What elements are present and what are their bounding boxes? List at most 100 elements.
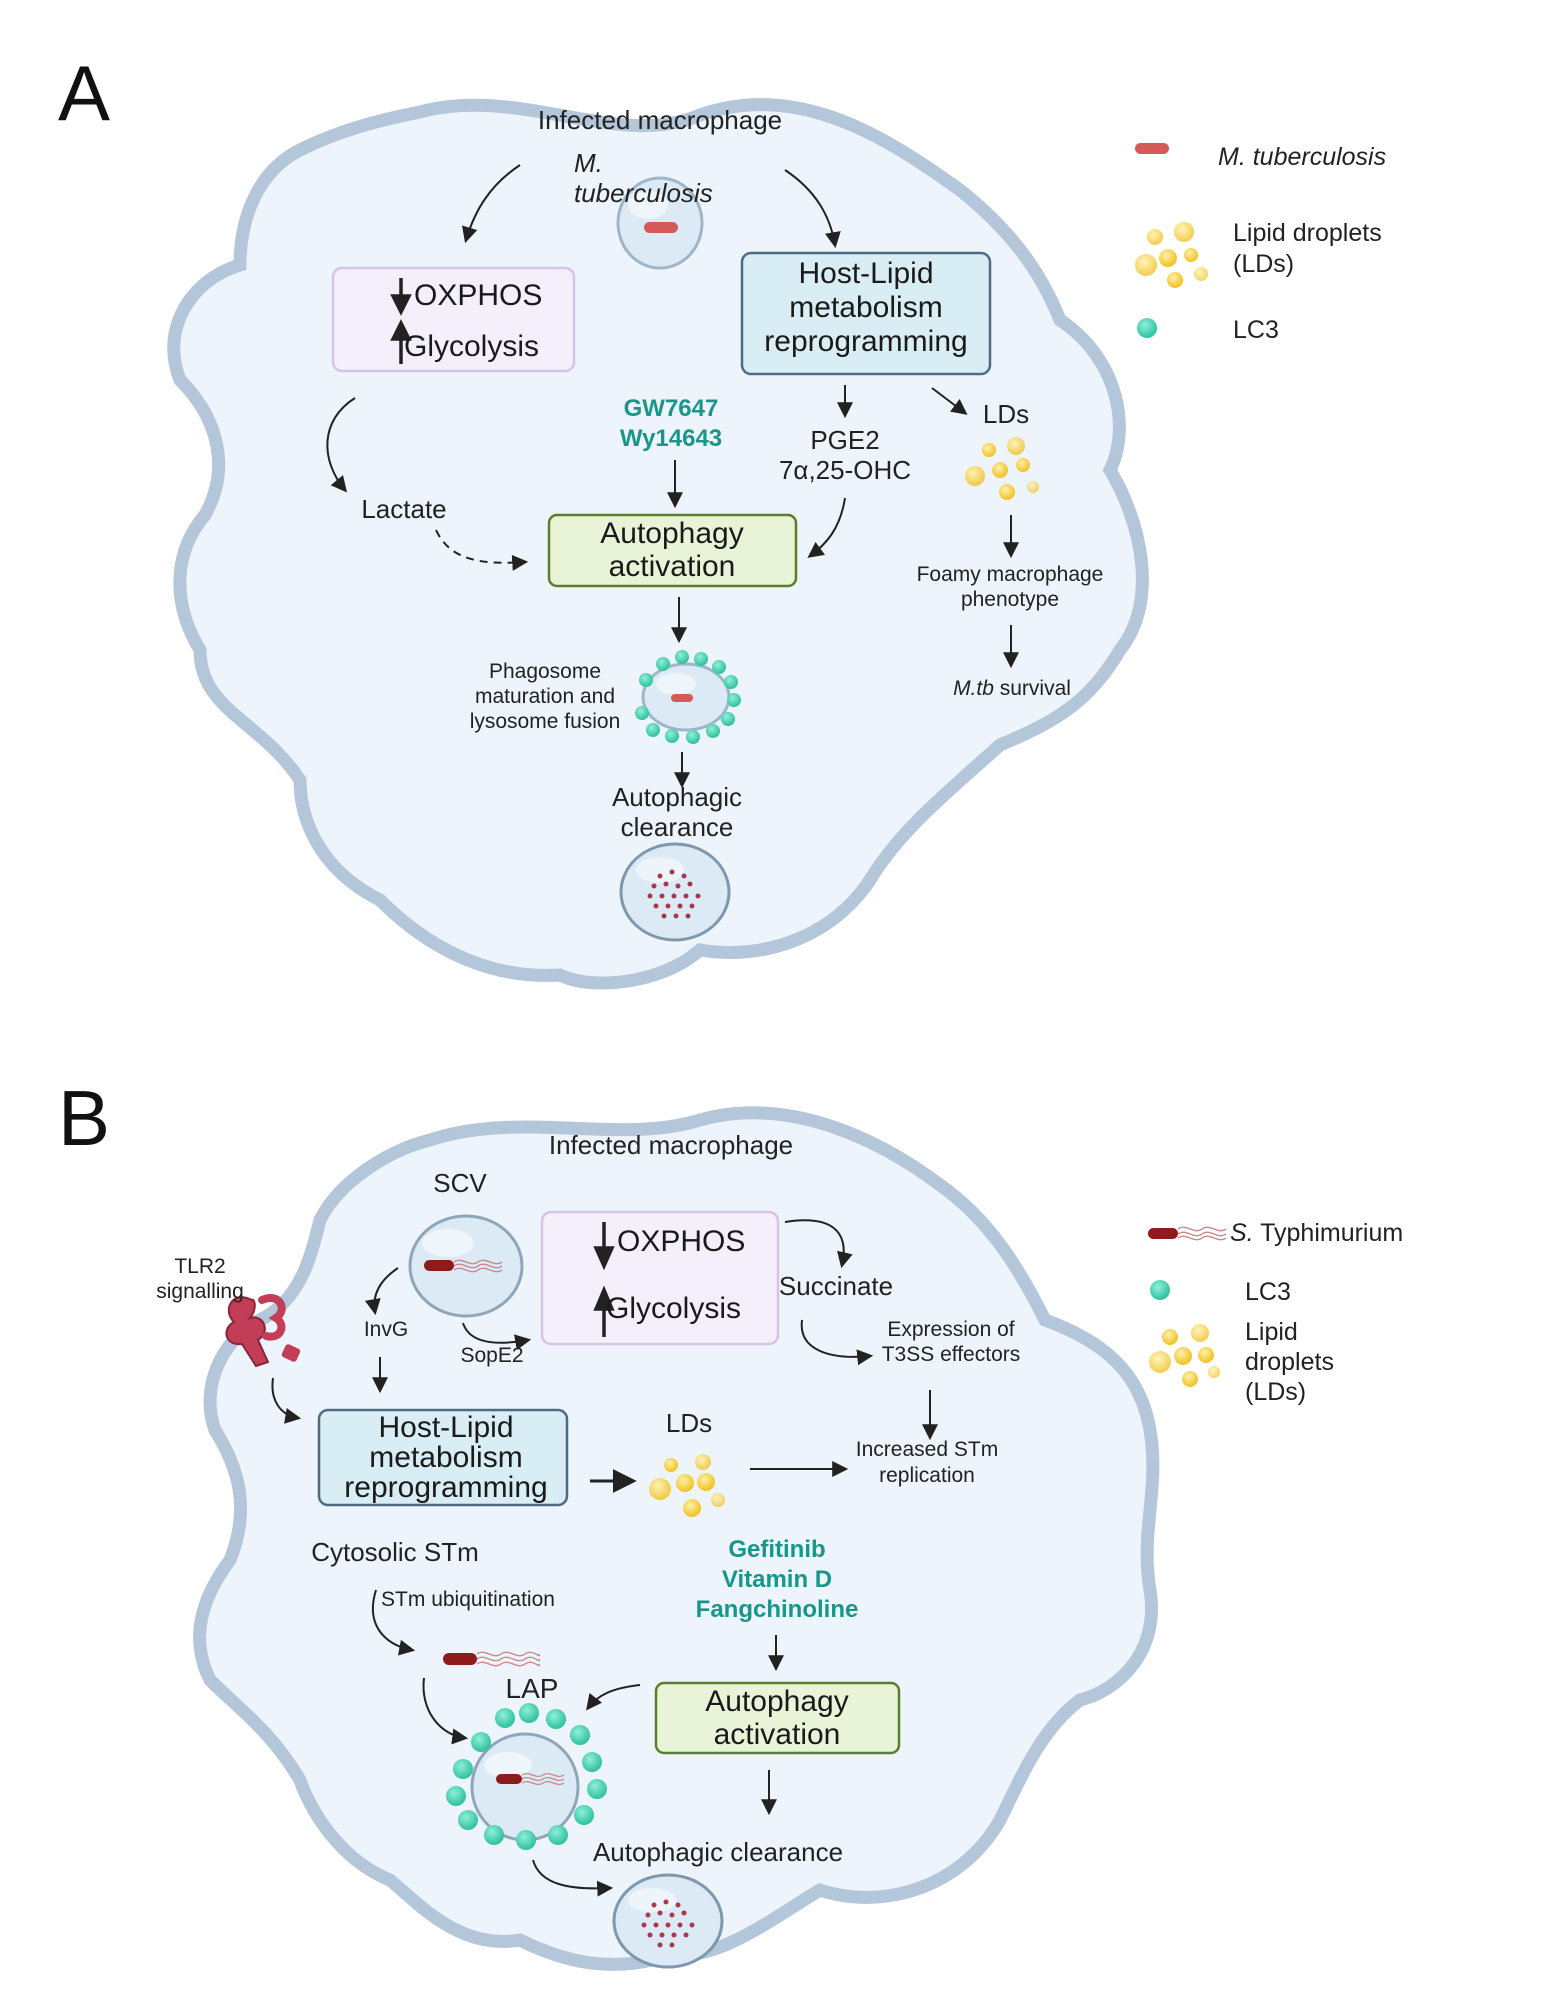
mediator-pge2: PGE2	[810, 425, 879, 455]
macrophage-b-membrane	[193, 1106, 1160, 1971]
replication-line1: Increased STm	[856, 1438, 998, 1461]
drug-gw7647: GW7647	[624, 395, 719, 422]
lipid-box-b	[317, 1408, 569, 1507]
lc3-ring-b	[446, 1703, 607, 1850]
lipid-box-a	[740, 251, 992, 376]
legend-stm-label: S. Typhimurium	[1230, 1219, 1403, 1247]
lipid-box-a-line3: reprogramming	[764, 325, 967, 358]
clearance-a-line1: Autophagic	[612, 782, 742, 812]
lipid-box-b-line1: Host-Lipid	[378, 1411, 513, 1444]
legend-b: S. Typhimurium LC3 Lipid droplets (LDs)	[1148, 1219, 1403, 1406]
phagosome-a	[641, 662, 731, 732]
autophagy-box-b	[654, 1681, 901, 1755]
legend-lc3-label: LC3	[1233, 316, 1279, 344]
sope2-label: SopE2	[460, 1344, 523, 1367]
foamy-line2: phenotype	[961, 588, 1059, 611]
tlr2-line2: signalling	[156, 1280, 244, 1303]
legend-lc3-icon-b	[1150, 1280, 1170, 1300]
t3ss-line2: T3SS effectors	[882, 1343, 1021, 1366]
glycolysis-label-a: Glycolysis	[404, 330, 539, 363]
glycolysis-label-b: Glycolysis	[606, 1292, 741, 1325]
drug-wy14643: Wy14643	[620, 425, 722, 452]
metabolism-box-a	[331, 266, 576, 373]
phagosome-line1: Phagosome	[489, 660, 601, 683]
legend-stm-icon	[1148, 1226, 1227, 1241]
lap-vacuole	[470, 1732, 580, 1842]
arrow-metabolism-to-succinate	[784, 1219, 853, 1269]
lap-label: LAP	[506, 1673, 559, 1704]
autophagy-box-b-line2: activation	[714, 1718, 841, 1751]
legend-lds-line2: (LDs)	[1233, 250, 1294, 278]
tlr2-line1: TLR2	[174, 1255, 225, 1278]
arrow-autophagy-to-lap	[586, 1684, 641, 1711]
legend-lc3-icon	[1137, 318, 1157, 338]
legend-lds-b-line3: (LDs)	[1245, 1378, 1306, 1406]
phagosome-line2: maturation and	[475, 685, 615, 708]
lipid-box-b-line3: reprogramming	[344, 1471, 547, 1504]
lipid-box-a-line2: metabolism	[789, 291, 942, 324]
invg-label: InvG	[364, 1318, 408, 1341]
clearance-a-line2: clearance	[621, 812, 734, 842]
succinate-label: Succinate	[779, 1271, 893, 1301]
ubiquitination-label: STm ubiquitination	[381, 1588, 555, 1611]
panel-b: B Infected macrophage SCV TLR2 signallin…	[58, 1074, 1160, 1971]
drug-vitamin-d: Vitamin D	[722, 1566, 832, 1593]
mtb-vacuole	[616, 176, 704, 270]
autolysosome-b	[612, 1873, 724, 1969]
lipid-box-a-line1: Host-Lipid	[798, 257, 933, 290]
mtb-survival-label: M.tb survival	[953, 677, 1071, 700]
arrow-metabolism-to-lactate	[326, 397, 356, 493]
legend-lds-b-line1: Lipid	[1245, 1318, 1298, 1346]
arrow-lactate-to-autophagy	[435, 529, 529, 571]
oxphos-down-arrow-icon	[390, 278, 412, 316]
oxphos-down-arrow-icon-b	[593, 1222, 615, 1271]
mtb-label-line2: tuberculosis	[574, 178, 713, 208]
lactate-label: Lactate	[361, 494, 446, 524]
arrow-stm-to-lap	[422, 1677, 469, 1745]
macrophage-b-title: Infected macrophage	[549, 1130, 793, 1160]
arrow-scv-to-invg	[364, 1267, 399, 1316]
arrow-ubiquitination	[371, 1589, 416, 1656]
arrow-scv-to-metabolism	[462, 1322, 532, 1351]
legend-lipid-droplets-icon	[1135, 222, 1208, 288]
lipid-droplets-cluster-a	[965, 437, 1039, 500]
autophagy-box-a	[547, 513, 798, 588]
arrow-lap-to-clearance	[532, 1859, 614, 1897]
oxphos-label-a: OXPHOS	[414, 279, 542, 312]
arrow-tlr2-to-lipid	[271, 1377, 302, 1424]
arrow-lipid-to-lds	[931, 387, 968, 415]
drug-fangchinoline: Fangchinoline	[696, 1596, 859, 1623]
legend-mtb-label: M. tuberculosis	[1218, 143, 1386, 171]
oxphos-label-b: OXPHOS	[617, 1225, 745, 1258]
lipid-droplets-cluster-b	[649, 1454, 725, 1517]
stm-in-lap-icon	[496, 1772, 565, 1786]
panel-a-letter: A	[58, 49, 110, 137]
legend-lds-line1: Lipid droplets	[1233, 219, 1382, 247]
lc3-ring-a	[635, 650, 741, 744]
lds-label-a: LDs	[983, 399, 1029, 429]
stm-in-scv-icon	[424, 1259, 503, 1273]
arrow-mtb-to-metabolism	[462, 164, 521, 244]
panel-a: A Infected macrophage M. tuberculosis OX…	[58, 49, 1149, 990]
legend-mtb-icon	[1135, 143, 1169, 154]
tlr2-receptor-icon	[225, 1294, 301, 1368]
glycolysis-up-arrow-icon-b	[593, 1285, 615, 1337]
replication-line2: replication	[879, 1464, 975, 1487]
clearance-b-label: Autophagic clearance	[593, 1837, 843, 1867]
mtb-in-phagosome-icon	[671, 694, 693, 702]
arrow-succinate-to-t3ss	[800, 1319, 874, 1366]
cytosolic-stm-icon	[443, 1651, 540, 1667]
metabolism-box-b	[540, 1210, 780, 1346]
legend-lc3-label-b: LC3	[1245, 1278, 1291, 1306]
arrow-mtb-to-lipid	[784, 169, 841, 249]
cytosolic-stm-label: Cytosolic STm	[311, 1537, 479, 1567]
arrow-mediators-to-autophagy	[807, 497, 846, 558]
lds-label-b: LDs	[666, 1408, 712, 1438]
lipid-box-b-line2: metabolism	[369, 1441, 522, 1474]
mediator-oxysterol: 7α,25-OHC	[779, 455, 911, 485]
drug-gefitinib: Gefitinib	[728, 1536, 825, 1563]
mtb-label-line1: M.	[574, 148, 603, 178]
autophagy-box-a-line2: activation	[609, 550, 736, 583]
mtb-bacterium-icon	[644, 222, 678, 233]
